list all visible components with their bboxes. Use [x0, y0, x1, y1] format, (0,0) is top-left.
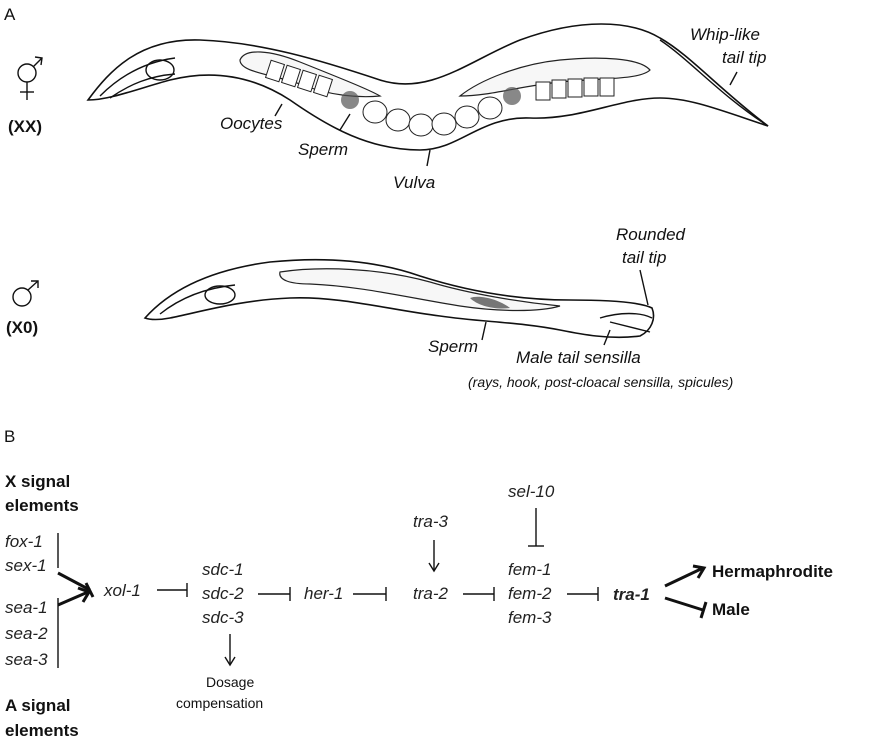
gene-fem-1: fem-1 [508, 560, 551, 579]
gene-sea-2: sea-2 [5, 624, 48, 643]
x-signal-label-line1: X signal [5, 472, 70, 491]
whip-tail-label-line2: tail tip [722, 48, 766, 67]
gene-fox-1: fox-1 [5, 532, 43, 551]
whip-tail-label-line1: Whip-like [690, 25, 760, 44]
oocytes-label: Oocytes [220, 114, 283, 133]
male-worm [145, 260, 654, 338]
gene-sex-1: sex-1 [5, 556, 47, 575]
gene-sdc-2: sdc-2 [202, 584, 244, 603]
x-signal-label-line2: elements [5, 496, 79, 515]
male-symbol-icon [13, 281, 38, 306]
hermaphrodite-worm [88, 24, 768, 150]
gene-tra-2: tra-2 [413, 584, 449, 603]
gene-sel-10: sel-10 [508, 482, 555, 501]
herm-karyotype: (XX) [8, 117, 42, 136]
dosage-label-line1: Dosage [206, 674, 254, 690]
gene-tra-3: tra-3 [413, 512, 449, 531]
a-signal-label-line1: A signal [5, 696, 71, 715]
gene-fem-2: fem-2 [508, 584, 552, 603]
gene-tra-1: tra-1 [613, 585, 650, 604]
gene-xol-1: xol-1 [103, 581, 141, 600]
vulva-label: Vulva [393, 173, 435, 192]
a-signal-label-line2: elements [5, 721, 79, 740]
gene-her-1: her-1 [304, 584, 343, 603]
male-tail-sensilla-label: Male tail sensilla [516, 348, 641, 367]
gene-fem-3: fem-3 [508, 608, 552, 627]
hermaphrodite-symbol-icon [18, 57, 42, 100]
output-male: Male [712, 600, 750, 619]
gene-sdc-1: sdc-1 [202, 560, 244, 579]
rounded-tail-label-line1: Rounded [616, 225, 686, 244]
output-hermaphrodite: Hermaphrodite [712, 562, 833, 581]
male-karyotype: (X0) [6, 318, 38, 337]
dosage-label-line2: compensation [176, 695, 263, 711]
gene-sea-3: sea-3 [5, 650, 48, 669]
panel-b-label: B [4, 427, 15, 446]
herm-sperm-label: Sperm [298, 140, 348, 159]
gene-sea-1: sea-1 [5, 598, 48, 617]
male-tail-sensilla-detail: (rays, hook, post-cloacal sensilla, spic… [468, 374, 733, 390]
male-sperm-label: Sperm [428, 337, 478, 356]
panel-a-label: A [4, 5, 16, 24]
gene-sdc-3: sdc-3 [202, 608, 244, 627]
rounded-tail-label-line2: tail tip [622, 248, 666, 267]
